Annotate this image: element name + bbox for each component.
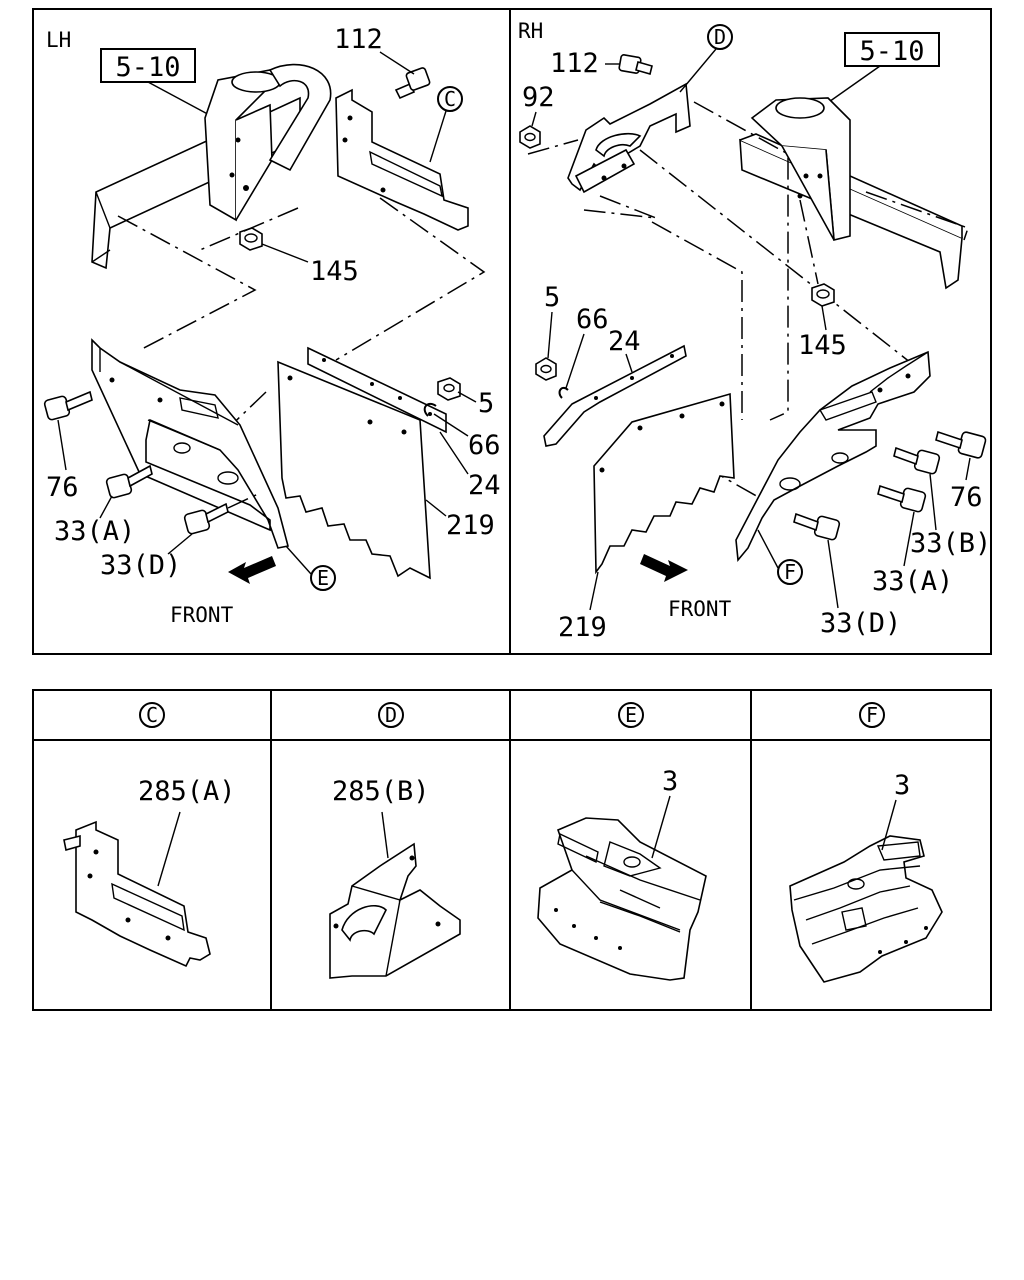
lh-bracket-e xyxy=(91,338,289,549)
svg-text:D: D xyxy=(385,703,397,727)
rh-bolt-33a xyxy=(877,484,927,513)
rh-mudflap-219 xyxy=(593,392,735,575)
rh-nut-5 xyxy=(535,357,557,381)
lh-callout-33d: 33(D) xyxy=(100,550,181,581)
lh-nut-5 xyxy=(437,377,461,401)
lh-callout-24: 24 xyxy=(468,470,501,501)
lh-ref-e-circle xyxy=(310,565,336,591)
detail-d-part-label: 285(B) xyxy=(332,776,430,807)
lh-washer-66 xyxy=(423,402,437,417)
detail-header-c: C xyxy=(139,702,165,728)
detail-c-bracket-285a xyxy=(63,820,211,968)
rh-callout-219: 219 xyxy=(558,612,607,643)
lh-front-arrow xyxy=(228,556,276,584)
svg-text:F: F xyxy=(866,703,878,727)
rh-ref-box-text: 5-10 xyxy=(859,36,924,67)
lh-side-label: LH xyxy=(46,28,71,52)
svg-text:E: E xyxy=(317,566,329,590)
detail-f-part-label: 3 xyxy=(894,770,910,801)
rh-bracket-f xyxy=(735,350,931,562)
rh-side-label: RH xyxy=(518,19,543,43)
main-frame xyxy=(32,8,992,655)
rh-callout-145: 145 xyxy=(798,330,847,361)
lh-callout-66: 66 xyxy=(468,430,501,461)
rh-bolt-112 xyxy=(618,54,653,75)
lh-bolt-33a xyxy=(105,464,153,499)
lh-callout-33a: 33(A) xyxy=(54,516,135,547)
lh-ref-c-circle xyxy=(437,86,463,112)
detail-d-bracket-285b xyxy=(329,842,461,979)
detail-header-f: F xyxy=(859,702,885,728)
rh-callout-33b: 33(B) xyxy=(910,528,991,559)
svg-text:C: C xyxy=(444,87,456,111)
detail-frame xyxy=(32,689,992,1011)
lh-ref-box-text: 5-10 xyxy=(115,52,180,83)
detail-header-d: D xyxy=(378,702,404,728)
rh-callout-5: 5 xyxy=(544,282,560,313)
rh-callout-92: 92 xyxy=(522,82,555,113)
lh-callout-145: 145 xyxy=(310,256,359,287)
detail-e-part-label: 3 xyxy=(662,766,678,797)
rh-callout-112: 112 xyxy=(550,48,599,79)
lh-bracket-c xyxy=(335,88,469,231)
lh-callout-5: 5 xyxy=(478,388,494,419)
rh-bolt-76 xyxy=(935,430,987,459)
lh-bolt-76 xyxy=(43,390,93,421)
svg-text:E: E xyxy=(625,703,637,727)
detail-c-part-label: 285(A) xyxy=(138,776,236,807)
detail-e-bracket-3 xyxy=(537,817,707,981)
lh-panel: LH 5-10 112 C xyxy=(43,24,501,627)
lh-strip-24 xyxy=(307,346,447,434)
rh-ref-d-circle xyxy=(707,24,733,50)
lh-bolt-33d xyxy=(183,502,229,535)
lh-callout-112: 112 xyxy=(334,24,383,55)
lh-callout-76: 76 xyxy=(46,472,79,503)
rh-bolt-33b xyxy=(893,446,941,475)
rh-callout-33d: 33(D) xyxy=(820,608,901,639)
lh-bolt-112 xyxy=(394,67,431,100)
rh-callout-76: 76 xyxy=(950,482,983,513)
svg-text:F: F xyxy=(784,560,796,584)
lh-curved-arm xyxy=(268,63,332,172)
lh-callout-219: 219 xyxy=(446,510,495,541)
svg-text:D: D xyxy=(714,25,726,49)
detail-f-bracket-3 xyxy=(789,835,943,983)
rh-ref-f-circle xyxy=(777,559,803,585)
rh-bolt-33d xyxy=(793,512,841,541)
lh-nut-145 xyxy=(239,227,263,251)
rh-ref-box xyxy=(844,32,940,67)
rh-callout-24: 24 xyxy=(608,326,641,357)
rh-front-label: FRONT xyxy=(668,597,732,621)
lh-mudflap-219 xyxy=(277,360,431,580)
svg-text:C: C xyxy=(146,703,158,727)
rh-callout-33a: 33(A) xyxy=(872,566,953,597)
rh-front-arrow xyxy=(640,554,688,582)
rh-nut-92 xyxy=(519,125,541,149)
lh-front-label: FRONT xyxy=(170,603,234,627)
detail-header-e: E xyxy=(618,702,644,728)
rh-callout-66: 66 xyxy=(576,304,609,335)
rh-strip-24 xyxy=(543,344,687,447)
rh-panel: RH 5-10 D 112 92 xyxy=(518,19,991,643)
rh-washer-66 xyxy=(558,386,569,399)
rh-nut-145 xyxy=(811,283,835,307)
